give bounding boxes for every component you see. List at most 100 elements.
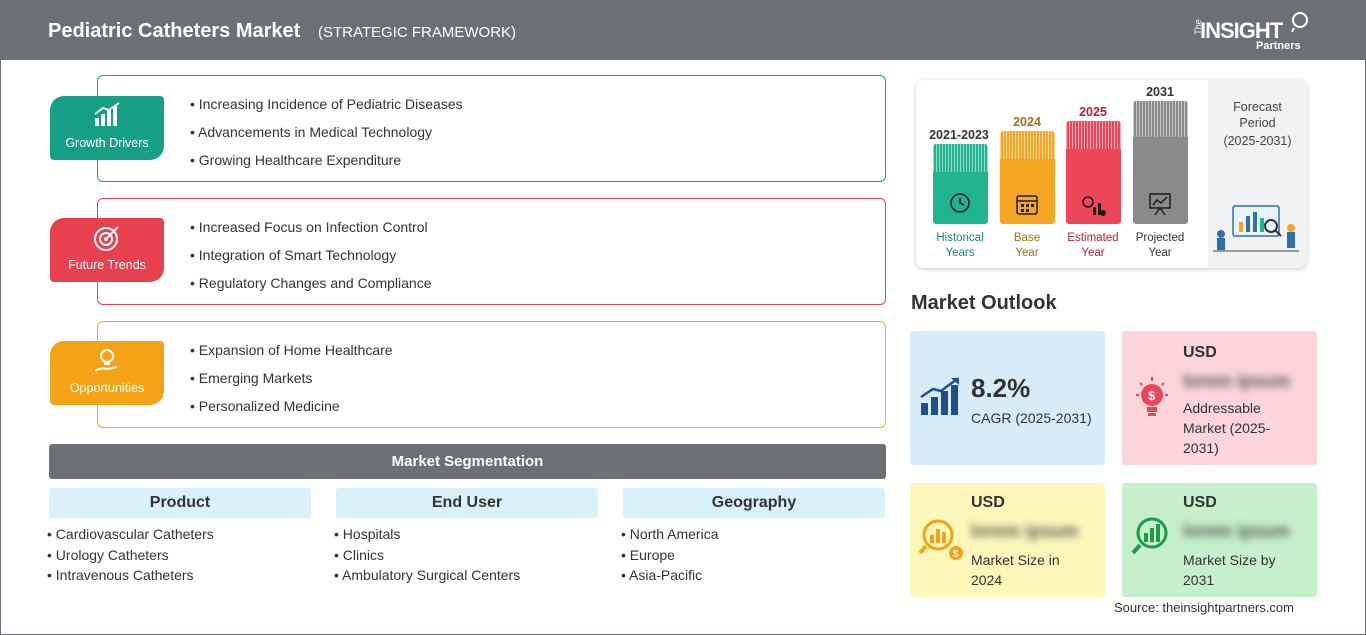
target-icon [94, 226, 119, 251]
bar-base [1000, 131, 1055, 224]
bar-year-historical: 2021-2023 [929, 128, 989, 142]
bar-label-line: Year [1081, 247, 1105, 259]
size2031-value: lorem ipsum [1183, 521, 1291, 541]
list-item: Increasing Incidence of Pediatric Diseas… [190, 94, 463, 122]
list-item: Integration of Smart Technology [190, 245, 432, 273]
forecast-period-text: Forecast Period (2025-2031) [1208, 99, 1307, 149]
bar-estimated [1066, 121, 1121, 224]
size2024-usd: USD [971, 494, 1005, 511]
cagr-value: 8.2% [971, 373, 1031, 403]
forecast-line: (2025-2031) [1223, 134, 1292, 148]
list-item: Ambulatory Surgical Centers [334, 567, 598, 588]
bar-label-base: Base Year [992, 231, 1062, 261]
size2024-value: lorem ipsum [971, 521, 1079, 541]
size2031-usd: USD [1183, 494, 1217, 511]
growth-drivers-badge: Growth Drivers [50, 96, 164, 160]
size2024-label-line: Market Size in [971, 552, 1060, 568]
size2024-label: Market Size in 2024 [971, 550, 1060, 590]
addressable-label-line: Addressable [1183, 400, 1261, 416]
page-title: Pediatric Catheters Market [48, 20, 301, 42]
idea-dollar-icon: $ [1136, 377, 1168, 416]
cagr-label: CAGR (2025-2031) [971, 410, 1092, 426]
future-trends-card: Increased Focus on Infection Control Int… [97, 198, 886, 305]
segment-heading: Product [49, 488, 311, 518]
addressable-label-line: Market (2025- [1183, 420, 1271, 436]
bar-year-base: 2024 [1013, 115, 1041, 129]
opportunities-card: Expansion of Home Healthcare Emerging Ma… [97, 321, 886, 428]
list-item: Intravenous Catheters [47, 567, 311, 588]
insight-partners-logo[interactable]: The INSIGHT Partners [1190, 10, 1310, 54]
segment-heading: Geography [623, 488, 885, 518]
list-item: North America [621, 526, 885, 547]
bar-label-line: Years [945, 247, 975, 259]
growth-drivers-card: Increasing Incidence of Pediatric Diseas… [97, 75, 886, 182]
list-item: Emerging Markets [190, 368, 393, 396]
list-item: Personalized Medicine [190, 396, 393, 424]
future-trends-label: Future Trends [68, 258, 146, 272]
addressable-market-tile: $ USD lorem ipsum Addressable Market (20… [1122, 331, 1317, 465]
market-size-2024-tile: $ USD lorem ipsum Market Size in 2024 [910, 483, 1105, 597]
size2024-label-line: 2024 [971, 572, 1003, 588]
bar-historical [933, 144, 988, 224]
market-size-2031-tile: USD lorem ipsum Market Size by 2031 [1122, 483, 1317, 597]
bar-label-line: Year [1148, 247, 1172, 259]
size2031-label-line: 2031 [1183, 572, 1215, 588]
bar-label-line: Year [1015, 247, 1039, 259]
source-text: Source: theinsightpartners.com [1114, 600, 1294, 615]
forecast-line: Forecast [1233, 100, 1282, 114]
calendar-icon [1016, 195, 1038, 215]
logo-mark-icon [1291, 12, 1308, 32]
list-item: Asia-Pacific [621, 567, 885, 588]
growth-chart-icon [94, 102, 120, 126]
market-segmentation-bar: Market Segmentation [49, 444, 886, 479]
bar-label-line: Historical [936, 232, 984, 244]
growth-drivers-label: Growth Drivers [65, 136, 149, 150]
addressable-usd: USD [1183, 344, 1217, 361]
addressable-label-line: 2031) [1183, 440, 1219, 456]
growth-chart-icon [920, 378, 959, 415]
history-icon [950, 193, 970, 213]
opportunities-list: Expansion of Home Healthcare Emerging Ma… [190, 340, 393, 424]
svg-text:$: $ [1148, 388, 1156, 403]
list-item: Europe [621, 547, 885, 568]
segment-geography: Geography North America Europe Asia-Paci… [623, 488, 885, 588]
future-trends-badge: Future Trends [50, 218, 164, 282]
segment-heading: End User [336, 488, 598, 518]
list-item: Urology Catheters [47, 547, 311, 568]
bar-label-historical: Historical Years [925, 231, 995, 261]
header-bar: Pediatric Catheters Market (STRATEGIC FR… [0, 0, 1366, 60]
magnifier-chart-icon: $ [918, 519, 963, 560]
opportunities-label: Opportunities [69, 381, 145, 395]
segment-end-user: End User Hospitals Clinics Ambulatory Su… [336, 488, 598, 588]
bar-label-line: Estimated [1067, 232, 1119, 244]
bar-projected [1133, 101, 1188, 224]
addressable-label: Addressable Market (2025- 2031) [1183, 398, 1270, 458]
future-trends-list: Increased Focus on Infection Control Int… [190, 217, 432, 301]
bar-label-line: Base [1013, 232, 1041, 244]
list-item: Increased Focus on Infection Control [190, 217, 432, 245]
analyst-illustration-icon [1213, 205, 1299, 252]
gear-chart-icon [1082, 196, 1106, 216]
addressable-value: lorem ipsum [1183, 371, 1291, 391]
list-item: Regulatory Changes and Compliance [190, 273, 432, 301]
logo-insight: INSIGHT [1200, 18, 1283, 43]
list-item: Growing Healthcare Expenditure [190, 150, 463, 178]
list-item: Expansion of Home Healthcare [190, 340, 393, 368]
cagr-tile: 8.2% CAGR (2025-2031) [910, 331, 1105, 465]
page-subtitle: (STRATEGIC FRAMEWORK) [318, 24, 517, 41]
growth-drivers-list: Increasing Incidence of Pediatric Diseas… [190, 94, 463, 178]
bar-label-line: Projected [1135, 232, 1185, 244]
size2031-label: Market Size by 2031 [1183, 550, 1276, 590]
bar-label-estimated: Estimated Year [1058, 231, 1128, 261]
list-item: Hospitals [334, 526, 598, 547]
list-item: Advancements in Medical Technology [190, 122, 463, 150]
presentation-icon [1149, 193, 1171, 216]
svg-text:$: $ [953, 549, 959, 560]
forecast-line: Period [1239, 116, 1276, 130]
bar-year-estimated: 2025 [1079, 105, 1107, 119]
size2031-label-line: Market Size by [1183, 552, 1276, 568]
list-item: Cardiovascular Catheters [47, 526, 311, 547]
segment-product: Product Cardiovascular Catheters Urology… [49, 488, 311, 588]
logo-partners: Partners [1256, 40, 1301, 52]
opportunities-badge: Opportunities [50, 341, 164, 405]
